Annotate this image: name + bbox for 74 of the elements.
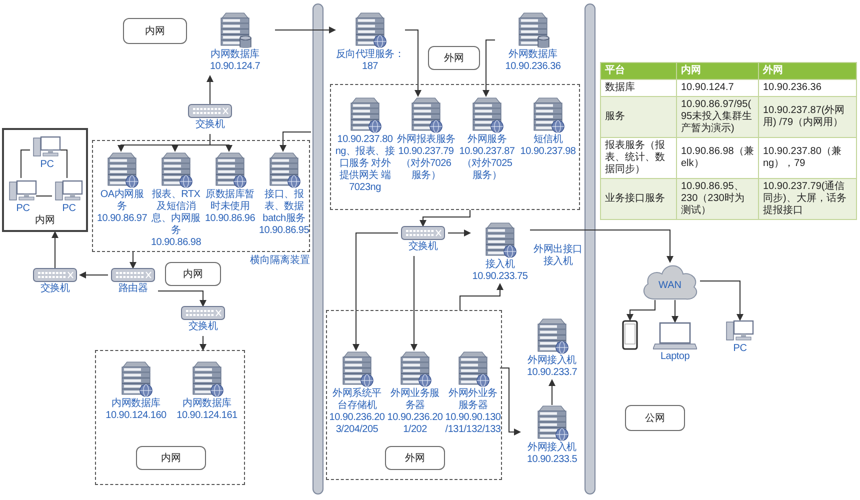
server-label: 内网数据库 10.90.124.160 <box>104 398 168 422</box>
group-label: 内网 <box>35 215 55 227</box>
arrow <box>404 30 422 97</box>
server-label: 外网服务 10.90.237.87 （对外7025服务） <box>458 134 516 182</box>
server-label: 外网外业务服务器 10.90.90.130/131/132/133 <box>445 388 501 436</box>
device-label: PC <box>732 343 748 355</box>
server-label: 外网接入机 10.90.233.7 <box>526 355 578 379</box>
device-label: Laptop <box>659 351 691 363</box>
arrow <box>460 283 504 310</box>
table-cell: 业务接口服务 <box>600 178 676 220</box>
zone-label: 内网 <box>123 18 187 44</box>
arrow <box>210 134 232 152</box>
table-header-cell: 外网 <box>758 62 856 80</box>
arrow <box>672 300 678 323</box>
device-label: 交换机 <box>194 119 226 131</box>
beside-label: 外网出接口接入机 <box>532 244 584 268</box>
server-label: 反向代理服务：187 <box>335 49 405 73</box>
server-label: 接入机 10.90.233.75 <box>471 259 529 283</box>
zone-label: 外网 <box>385 446 445 470</box>
arrow <box>420 210 470 227</box>
arrow <box>274 26 336 34</box>
arrow <box>52 231 58 268</box>
isolation-device-label: 横向隔离装置 <box>249 255 310 267</box>
server-label: 内网数据库 10.90.124.161 <box>176 398 238 422</box>
arrow <box>500 368 521 436</box>
table-cell: 10.90.86.95、230（230时为测试） <box>676 178 758 220</box>
table-header-cell: 内网 <box>676 62 758 80</box>
arrow <box>280 132 312 152</box>
device-label: PC <box>61 203 77 215</box>
arrow <box>700 280 744 321</box>
server-label: OA内网服务 10.90.86.97 <box>96 189 148 225</box>
dashed-group-frame <box>330 84 580 210</box>
arrow <box>79 272 108 278</box>
zone-label: 公网 <box>625 405 685 431</box>
server-label: 外网系统平台存储机 10.90.236.203/204/205 <box>329 388 385 436</box>
arrow <box>548 379 556 406</box>
cloud-label: WAN <box>658 280 682 291</box>
device-label: 交换机 <box>187 321 219 333</box>
server-label: 10.90.237.80 ng、报表、接口服务 对外提供网关 端7023ng <box>335 134 395 194</box>
arrow <box>448 230 471 236</box>
device-label: 路由器 <box>117 283 149 295</box>
connector-line <box>20 150 30 178</box>
arrow <box>530 230 674 263</box>
server-label: 短信机 10.90.237.98 <box>519 134 577 158</box>
arrow <box>410 256 418 351</box>
arrow <box>626 300 656 321</box>
arrow <box>482 40 496 97</box>
dashed-group-frame <box>95 350 245 485</box>
arrow <box>158 290 206 307</box>
server-label: 外网报表服务 10.90.237.79 （对外7026服务） <box>396 134 456 182</box>
workstation-group-frame <box>2 128 88 232</box>
table-header-cell: 平台 <box>600 62 676 80</box>
device-label: PC <box>39 159 55 171</box>
table-cell: 10.90.237.79(通信同步)、大屏，话务提报接口 <box>758 178 856 220</box>
zone-label: 外网 <box>428 46 480 70</box>
zone-label: 内网 <box>165 262 221 286</box>
dashed-group-frame <box>326 310 502 480</box>
server-label: 外网接入机 10.90.233.5 <box>526 442 578 466</box>
server-label: 报表、RTX及短信消息、内网服务 10.90.86.98 <box>150 189 202 249</box>
dashed-group-frame <box>92 140 310 252</box>
server-label: 外网业务服务器 10.90.236.201/202 <box>387 388 443 436</box>
arrow <box>352 232 398 351</box>
arrow <box>206 75 214 104</box>
server-label: 内网数据库 10.90.124.7 <box>208 49 262 73</box>
arrow <box>130 252 136 269</box>
device-label: 交换机 <box>39 283 71 295</box>
device-label: 交换机 <box>407 241 439 253</box>
device-label: PC <box>15 203 31 215</box>
server-label: 原数据库暂时未使用 10.90.86.96 <box>204 189 256 225</box>
zone-label: 内网 <box>136 446 206 470</box>
arrow <box>200 336 206 351</box>
server-label: 外网数据库 10.90.236.36 <box>504 49 562 73</box>
connector-line <box>60 150 68 178</box>
server-label: 接口、报表、数据batch服务 10.90.86.95 <box>258 189 310 237</box>
